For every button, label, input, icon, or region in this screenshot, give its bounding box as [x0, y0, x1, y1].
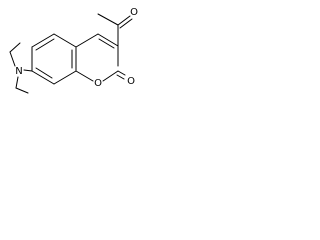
- benzene-ring: [31, 33, 77, 85]
- acetyl-group: [97, 13, 133, 47]
- nitrogen-atom-label: N: [15, 66, 22, 77]
- chemical-structure: N O O O: [9, 7, 138, 94]
- carbonyl-oxygen-atom-label: O: [127, 76, 135, 87]
- ring-oxygen-atom-label: O: [94, 78, 102, 89]
- pyrone-ring: [75, 33, 119, 82]
- diethylamino-group: [9, 42, 33, 94]
- acetyl-oxygen-atom-label: O: [130, 7, 138, 18]
- lactone-carbonyl-bond: [116, 70, 126, 80]
